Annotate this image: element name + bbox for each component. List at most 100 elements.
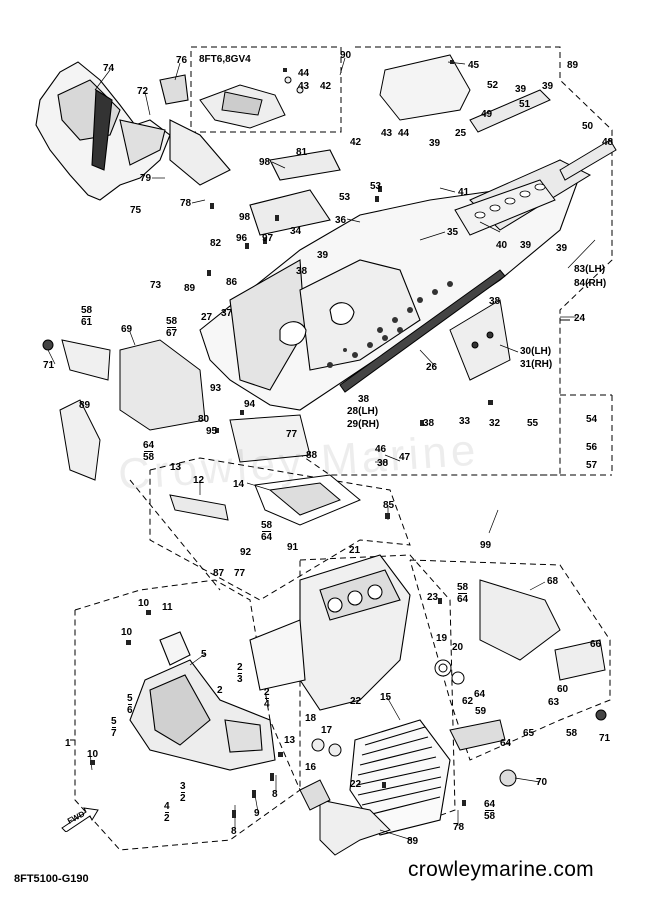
callout-64a: 64 (474, 689, 486, 700)
fraction-bar (128, 704, 132, 705)
callout-30: 30(LH) (520, 346, 552, 357)
fraction-bar (144, 451, 154, 452)
fraction-bottom: 2 (180, 793, 186, 804)
lower-left-group-outline (74, 579, 301, 851)
callout-44b: 44 (398, 128, 410, 139)
callout-70: 70 (536, 777, 548, 788)
callout-41: 41 (458, 187, 470, 198)
callout-46: 46 (375, 444, 387, 455)
callout-39e: 39 (556, 243, 568, 254)
callout-60: 60 (557, 684, 569, 695)
website-link[interactable]: crowleymarine.com (408, 858, 594, 881)
fraction-bottom: 67 (166, 328, 178, 339)
callout-96: 96 (236, 233, 248, 244)
figure-code: 8FT5100-G190 (14, 873, 89, 885)
callout-47: 47 (399, 452, 411, 463)
callout-29: 29(RH) (347, 419, 380, 430)
rubber-strip (339, 269, 506, 393)
callout-89c: 89 (79, 400, 91, 411)
callout-76: 76 (176, 55, 188, 66)
callout-39f: 39 (317, 250, 329, 261)
callout-43b: 43 (381, 128, 393, 139)
front-nose-cowl (35, 61, 231, 201)
callout-45: 45 (468, 60, 480, 71)
callout-53a: 53 (339, 192, 351, 203)
lower-right-group-outline (409, 559, 611, 761)
rear-bumper (449, 579, 606, 751)
fraction-top: 58 (261, 520, 273, 531)
fraction-bottom: 4 (264, 699, 270, 710)
callout-71a: 71 (43, 360, 55, 371)
engine-cradle (249, 554, 411, 711)
inset-bracket (199, 76, 304, 129)
callout-19: 19 (436, 633, 448, 644)
callout-74: 74 (103, 63, 115, 74)
callout-83: 83(LH) (574, 264, 606, 275)
callout-85: 85 (383, 500, 395, 511)
callout-50: 50 (582, 121, 594, 132)
callout-81: 81 (296, 147, 308, 158)
callout-34: 34 (290, 226, 302, 237)
callout-17: 17 (321, 725, 333, 736)
callout-40: 40 (496, 240, 508, 251)
callout-63: 63 (548, 697, 560, 708)
callout-78b: 78 (453, 822, 465, 833)
heat-exchanger (349, 719, 451, 836)
callout-1: 1 (65, 738, 71, 749)
callout-38a: 38 (296, 266, 308, 277)
callout-31: 31(RH) (520, 359, 553, 370)
callout-48: 48 (602, 137, 614, 148)
callout-10c: 10 (87, 749, 99, 760)
grommets (42, 339, 607, 787)
callout-13b: 13 (284, 735, 296, 746)
fwd-arrow-icon (61, 807, 99, 832)
fraction-top: 58 (457, 582, 469, 593)
fraction-bar (262, 531, 272, 532)
callout-23: 23 (427, 592, 439, 603)
fraction-bar (485, 810, 495, 811)
callout-8b: 8 (231, 826, 237, 837)
callout-26: 26 (426, 362, 438, 373)
center-group-outline (149, 457, 411, 601)
callout-51: 51 (519, 99, 531, 110)
rear-group-outline (249, 46, 613, 476)
fraction-top: 5 (127, 693, 133, 704)
fasteners (90, 60, 493, 818)
callout-27: 27 (201, 312, 213, 323)
callout-75: 75 (130, 205, 142, 216)
callout-54: 54 (586, 414, 598, 425)
callout-43a: 43 (298, 81, 310, 92)
callout-69: 69 (121, 324, 133, 335)
callout-80: 80 (198, 414, 210, 425)
callout-5a: 5 (201, 649, 207, 660)
rail-holes (474, 183, 546, 219)
callout-32: 32 (489, 418, 501, 429)
bracket-12 (169, 494, 229, 521)
tunnel-holes (327, 281, 453, 368)
callout-11: 11 (162, 602, 173, 613)
callout-8a: 8 (272, 789, 278, 800)
callout-88: 88 (306, 450, 318, 461)
fraction-bar (167, 327, 177, 328)
footrest-pan (229, 414, 361, 526)
callout-97: 97 (262, 233, 274, 244)
callout-90: 90 (340, 50, 352, 61)
callout-62: 62 (462, 696, 474, 707)
callout-39a: 39 (515, 84, 527, 95)
front-suspension-frame (129, 631, 276, 771)
fraction-bottom: 6 (127, 705, 133, 716)
fwd-arrow: FWD (60, 806, 100, 832)
fraction-bottom: 58 (143, 452, 155, 463)
callout-95: 95 (206, 426, 218, 437)
fraction-bottom: 3 (237, 674, 243, 685)
fraction-top: 64 (484, 799, 496, 810)
callout-84: 84(RH) (574, 278, 607, 289)
callout-24: 24 (574, 313, 586, 324)
